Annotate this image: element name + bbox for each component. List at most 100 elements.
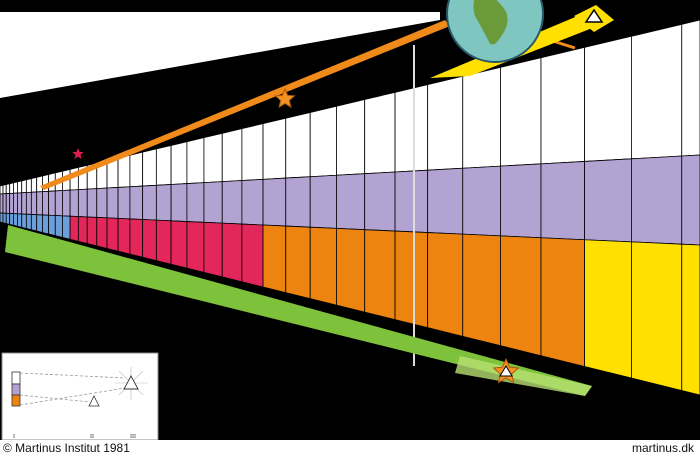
band-cell	[336, 227, 366, 313]
band-cell	[364, 91, 396, 175]
band-cell	[681, 154, 700, 246]
green-ray-glow	[455, 356, 592, 396]
band-cell	[584, 239, 632, 379]
band-cell	[203, 221, 223, 278]
band-cell	[364, 171, 396, 232]
band-cell	[106, 217, 119, 252]
band-cell	[427, 167, 464, 235]
band-cell	[30, 191, 38, 216]
band-cell	[30, 214, 38, 232]
band-cell	[77, 188, 88, 218]
orange-ray	[40, 20, 450, 190]
band-cell	[462, 66, 501, 169]
band-cell	[9, 213, 14, 226]
band-cell	[186, 182, 205, 223]
band-cell	[36, 175, 43, 193]
band-cell	[0, 184, 4, 195]
band-cell	[77, 216, 88, 245]
white-sky-region	[0, 12, 440, 98]
band-cell	[309, 174, 337, 229]
band-cell	[394, 230, 429, 329]
band-cell	[186, 221, 205, 273]
band-cell	[13, 213, 18, 227]
band-cell	[262, 224, 287, 294]
star-icon	[274, 87, 296, 109]
band-cell	[500, 235, 542, 357]
band-cell	[364, 229, 396, 321]
band-cell	[36, 191, 43, 216]
band-cell	[631, 23, 683, 160]
band-cell	[170, 183, 188, 222]
band-cell	[86, 216, 98, 247]
band-cell	[48, 214, 56, 237]
band-cell	[221, 128, 243, 183]
copyright-text: © Martinus Institut 1981	[3, 441, 130, 455]
band-cell	[86, 188, 98, 218]
band-cell	[129, 218, 144, 258]
band-cell	[54, 190, 63, 217]
inset-label-iii: III	[130, 434, 136, 440]
band-cell	[584, 35, 632, 162]
band-cell	[262, 117, 287, 180]
band-cell	[170, 220, 188, 269]
inset-label-i: I	[13, 434, 15, 440]
band-cell	[155, 219, 172, 265]
band-cell	[21, 213, 27, 230]
band-cell	[462, 165, 501, 237]
band-cell	[221, 222, 243, 283]
band-cell	[262, 177, 287, 227]
band-cell	[117, 186, 131, 220]
band-cell	[285, 225, 311, 300]
band-cell	[30, 176, 38, 193]
band-cell	[540, 161, 585, 241]
band-cell	[48, 190, 56, 216]
band-cell	[155, 184, 172, 222]
band-cell	[117, 217, 131, 255]
band-cell	[155, 144, 172, 186]
band-cell	[309, 226, 337, 306]
band-cell	[9, 182, 14, 194]
band-cell	[170, 141, 188, 185]
band-cell	[584, 158, 632, 243]
band-cell	[17, 192, 23, 215]
band-cell	[186, 137, 205, 185]
band-cell	[500, 57, 542, 167]
band-cell	[5, 193, 11, 214]
band-cell	[427, 232, 464, 337]
band-cell	[394, 169, 429, 233]
band-cell	[241, 178, 264, 226]
band-cell	[0, 193, 4, 214]
band-cell	[540, 237, 585, 367]
band-cell	[142, 148, 157, 187]
band-cell	[540, 46, 585, 165]
perspective-column-band	[0, 19, 700, 396]
band-cell	[42, 190, 50, 216]
band-cell	[9, 192, 14, 215]
band-cell	[394, 84, 429, 173]
band-cell	[336, 173, 366, 231]
band-cell	[5, 183, 11, 195]
band-cell	[241, 123, 264, 181]
band-cell	[336, 99, 366, 176]
band-cell	[96, 217, 108, 249]
band-cell	[129, 151, 144, 188]
band-cell	[62, 189, 71, 217]
triangle-icon	[574, 5, 614, 32]
band-cell	[36, 214, 43, 233]
band-cell	[0, 212, 4, 224]
band-cell	[203, 181, 223, 224]
inset-diagram: I II III	[1, 352, 159, 440]
band-cell	[5, 212, 11, 225]
band-cell	[25, 178, 32, 193]
band-cell	[241, 223, 264, 288]
band-cell	[427, 75, 464, 171]
band-cell	[2, 193, 7, 214]
band-cell	[25, 213, 32, 231]
cosmic-spiral-illustration: I II III	[0, 0, 700, 440]
band-cell	[462, 233, 501, 347]
band-cell	[25, 191, 32, 215]
website-link[interactable]: martinus.dk	[631, 441, 694, 455]
band-cell	[285, 176, 311, 228]
band-cell	[2, 184, 7, 195]
band-cell	[681, 19, 700, 157]
